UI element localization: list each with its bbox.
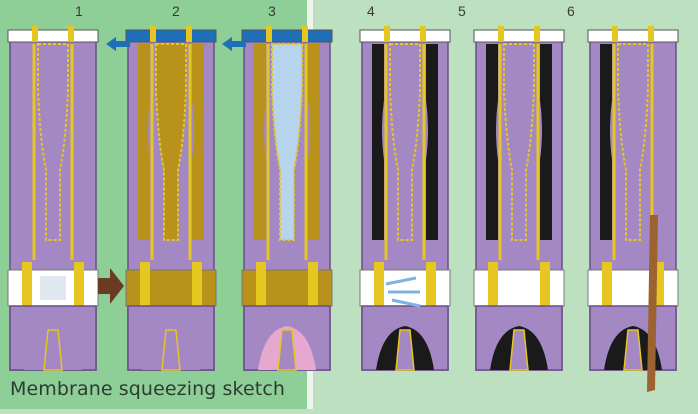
- filter-cake-left: [372, 44, 384, 240]
- header-plate: [7, 29, 99, 43]
- air-flow-line: [385, 276, 417, 286]
- header-stud: [68, 26, 74, 42]
- membrane-core: [389, 43, 421, 241]
- header-stud: [302, 26, 308, 42]
- band-clamp-left: [140, 262, 150, 314]
- filter-unit-1: [7, 26, 99, 371]
- header-stud: [498, 26, 504, 42]
- filter-cake-left: [254, 44, 266, 240]
- header-stud: [150, 26, 156, 42]
- band-clamp-left: [22, 262, 32, 314]
- header-stud: [612, 26, 618, 42]
- band-clamp-left: [488, 262, 498, 314]
- filter-unit-5: [473, 26, 565, 371]
- band-window: [620, 276, 646, 300]
- left-arrow-icon: [106, 37, 130, 51]
- right-arrow-icon: [98, 268, 124, 304]
- air-flow-line: [391, 298, 421, 308]
- step-label-1: 1: [75, 3, 83, 19]
- bottom-outlet: [509, 329, 529, 371]
- membrane-core: [503, 43, 535, 241]
- band-clamp-right: [74, 262, 84, 314]
- header-plate: [473, 29, 565, 43]
- band-window: [158, 276, 184, 300]
- membrane-core: [155, 43, 187, 241]
- header-plate: [125, 29, 217, 43]
- step-label-4: 4: [367, 3, 375, 19]
- step-label-2: 2: [172, 3, 180, 19]
- band-window: [506, 276, 532, 300]
- filter-cake-left: [138, 44, 150, 240]
- filter-cake-left: [486, 44, 498, 240]
- filter-cake-right: [540, 44, 552, 240]
- filter-cake-right: [192, 44, 204, 240]
- band-window: [40, 276, 66, 300]
- bottom-outlet: [277, 329, 297, 371]
- band-window: [274, 276, 300, 300]
- header-stud: [32, 26, 38, 42]
- header-stud: [648, 26, 654, 42]
- bottom-outlet: [395, 329, 415, 371]
- air-flow-arrows-icon: [385, 276, 421, 308]
- discharge-blade: [647, 215, 658, 392]
- bottom-outlet: [623, 329, 643, 371]
- band-clamp-right: [540, 262, 550, 314]
- band-clamp-right: [426, 262, 436, 314]
- membrane-core: [617, 43, 649, 241]
- header-plate: [241, 29, 333, 43]
- filter-unit-3: [241, 26, 333, 371]
- diagram-caption: Membrane squeezing sketch: [10, 378, 286, 400]
- membrane-core: [271, 43, 303, 241]
- bottom-outlet: [161, 329, 181, 371]
- header-plate: [359, 29, 451, 43]
- header-stud: [534, 26, 540, 42]
- header-stud: [384, 26, 390, 42]
- bottom-outlet: [43, 329, 63, 371]
- band-clamp-left: [256, 262, 266, 314]
- step-label-5: 5: [458, 3, 466, 19]
- band-clamp-left: [602, 262, 612, 314]
- step-label-3: 3: [268, 3, 276, 19]
- filter-cake-left: [600, 44, 612, 240]
- left-arrow-icon: [222, 37, 246, 51]
- header-stud: [420, 26, 426, 42]
- filter-cake-right: [426, 44, 438, 240]
- membrane-core: [37, 43, 69, 241]
- filter-unit-6: [587, 26, 679, 371]
- step-label-6: 6: [567, 3, 575, 19]
- filter-unit-4: [359, 26, 451, 371]
- band-clamp-left: [374, 262, 384, 314]
- band-clamp-right: [654, 262, 664, 314]
- header-plate: [587, 29, 679, 43]
- header-stud: [266, 26, 272, 42]
- band-clamp-right: [308, 262, 318, 314]
- filter-cake-right: [308, 44, 320, 240]
- header-stud: [186, 26, 192, 42]
- band-clamp-right: [192, 262, 202, 314]
- filter-unit-2: [125, 26, 217, 371]
